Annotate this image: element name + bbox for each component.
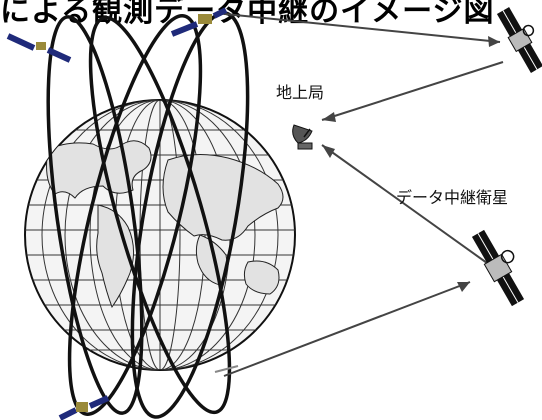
ground-station-label: 地上局 xyxy=(276,79,324,103)
ground-station-antenna-icon xyxy=(293,125,312,149)
satellite-icon xyxy=(8,36,70,60)
arrowhead-icon xyxy=(322,145,335,158)
relay-satellite-label: データ中継衛星 xyxy=(396,184,508,208)
arrowhead-icon xyxy=(488,36,500,47)
relay-satellite-icon xyxy=(469,223,535,307)
relay-to-ground-link xyxy=(322,62,503,120)
downlink-to-relay-line xyxy=(225,14,500,42)
satellite-icon xyxy=(172,10,226,34)
arrowhead-icon xyxy=(322,112,336,122)
